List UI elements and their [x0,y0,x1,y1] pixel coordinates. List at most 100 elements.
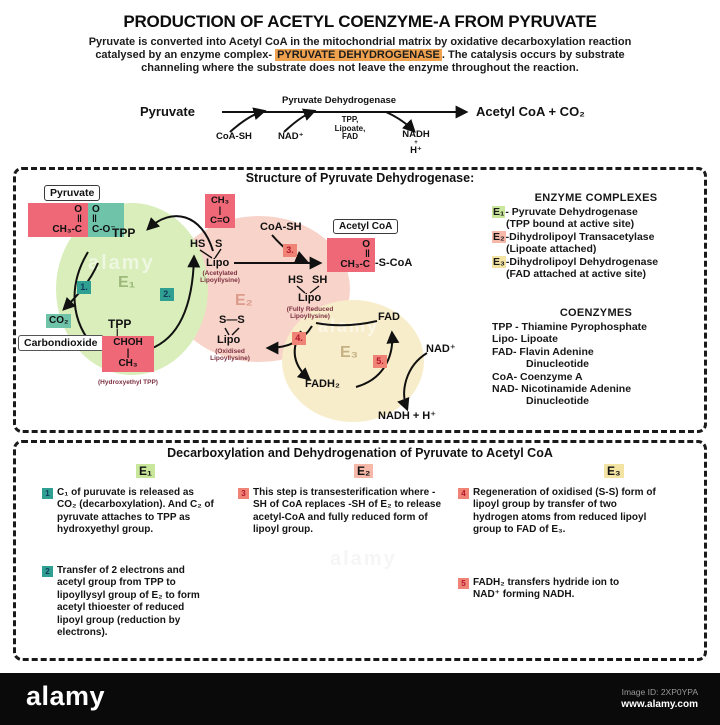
e3-highlight: E₃ [492,255,506,268]
carboxylate-group: C-O⁻ [92,224,116,235]
legend-item-line2: Dinucleotide [526,358,590,371]
single-bond: | [218,205,222,216]
ch3-c-group: CH₃-C [340,259,370,270]
legend-item-e2: E₂-Dihydrolipoyl Transacetylase [492,230,700,243]
disulfide-label: S—S [219,314,245,326]
legend-item: NAD- Nicotinamide Adenine [492,383,632,396]
legend-item-e3: E₃-Dihydrolipoyl Dehydrogenase [492,255,700,268]
e1-letter: E₁ [118,274,136,291]
alamy-logo: alamy [26,681,106,711]
reaction-enzyme-label: Pyruvate Dehydrogenase [282,95,397,106]
step-5: 5 FADH₂ transfers hydride ion to NAD⁺ fo… [458,577,648,602]
legend-item-name: - Pyruvate Dehydrogenase [505,206,638,218]
pyruvate-carboxyl-part: O ‖ C-O⁻ [88,203,124,237]
structure-panel-title: Structure of Pyruvate Dehydrogenase: [245,171,475,185]
alamy-footer-bar: alamy Image ID: 2XP0YPA www.alamy.com [0,673,720,725]
arrow-choh-to-lipo [149,254,201,350]
acetyl-group-box: CH₃ | C=O [205,194,235,228]
legend-item: TPP - Thiamine Pyrophosphate [492,321,647,333]
step-4-text: Regeneration of oxidised (S-S) form of l… [473,487,656,536]
step-3-text: This step is transesterification where -… [253,487,442,536]
step-2-text: Transfer of 2 electrons and acetyl group… [57,565,200,639]
lipo-label: Lipo [217,334,241,346]
step-2-badge: 2 [42,566,53,577]
legend-item-sub: (TPP bound at active site) [506,218,635,231]
watermark-text: alamy [88,252,155,274]
ch3-group: CH₃ [210,195,230,206]
coenzymes-legend-title: COENZYMES [559,307,633,319]
nadh-label: NADH + H⁺ [378,410,437,422]
fadh2-label: FADH₂ [305,378,340,390]
subtitle-line2-post: . The catalysis occurs by substrate [441,49,625,61]
oxygen-atom: O [92,204,100,215]
sh-label: SH [312,274,328,286]
caption-line: (Oxidised [215,348,245,355]
nadh-label: NADH [402,129,430,140]
oxidised-lipo-caption: (Oxidised Lipoyllysine) [202,348,258,362]
acetyl-coa-box: O ‖ CH₃-C [327,238,375,272]
nad-in-arrow [283,108,317,133]
enzyme-complexes-legend: ENZYME COMPLEXES E₁- Pyruvate Dehydrogen… [492,192,700,280]
step-badge-5: 5. [373,355,387,368]
he-bond: | [116,327,119,337]
hs-label: HS [190,238,206,250]
legend-item-name: -Dihydrolipoyl Transacetylase [505,230,655,243]
legend-item-line2: Dinucleotide [526,395,590,408]
subtitle-line3: channeling where the substrate does not … [141,62,579,74]
watermark-text: alamy [330,548,397,571]
legend-item-sub: (FAD attached at active site) [506,268,647,281]
e1-highlight: E₁ [492,206,506,218]
reaction-nadh: NADH + H⁺ [398,129,434,156]
step-badge-1: 1. [77,281,91,294]
reaction-cofactors: TPP, Lipoate, FAD [330,115,370,142]
column-header-e1: E₁ [136,464,155,478]
e2-highlight: E₂ [492,230,506,243]
alamy-url: www.alamy.com [621,699,698,710]
coenzymes-legend: COENZYMES TPP - Thiamine Pyrophosphate L… [492,307,700,408]
legend-item: CoA- Coenzyme A [492,370,583,383]
step-badge-4: 4. [292,332,306,345]
legend-item: FAD- Flavin Adenine [492,345,594,358]
cofactor-tpp: TPP, [341,115,359,124]
carbonyl-group: C=O [210,215,230,226]
plus-sign: + [414,140,418,146]
page-title: PRODUCTION OF ACETYL COENZYME-A FROM PYR… [123,12,597,31]
step-badge-3: 3. [283,244,297,257]
coa-in-arrow [229,107,267,133]
lipo-label: Lipo [206,257,230,269]
step-badge-2: 2. [160,288,174,301]
lipo-label: Lipo [298,292,322,304]
reaction-coa-sh: CoA-SH [216,131,252,142]
legend-item: Lipo- Lipoate [492,333,558,346]
legend-item-e1: E₁- Pyruvate Dehydrogenase [492,206,700,218]
acetyl-coa-labelbox: Acetyl CoA [333,219,399,234]
step-1-text: C₁ of puruvate is released as CO₂ (decar… [57,487,214,536]
arrow-nad-to-nadh [397,352,428,412]
step-4-badge: 4 [458,488,469,499]
step-1: 1 C₁ of puruvate is released as CO₂ (dec… [42,487,214,537]
oxygen-atom: O [362,239,370,250]
nadh-out-arrow [385,111,416,133]
legend-item-name: -Dihydrolipoyl Dehydrogenase [505,255,659,268]
step-5-badge: 5 [458,578,469,589]
co2-box: CO₂ [46,314,72,328]
acetylated-lipo-caption: (Acetylated Lipoyllysine) [192,270,248,284]
caption-line: Lipoyllysine) [210,355,250,362]
caption-line: Lipoyllysine) [200,277,240,284]
step-4: 4 Regeneration of oxidised (S-S) form of… [458,487,660,537]
subtitle-line2-pre: catalysed by an enzyme complex- [95,49,276,61]
cofactor-lipoate: Lipoate, [334,123,366,133]
choh-group: CHOH [113,337,143,348]
reduced-lipo-caption: (Fully Reduced Lipoyllysine) [282,306,338,320]
double-bond: ‖ [77,214,82,225]
legend-item-sub: (Lipoate attached) [506,243,597,256]
nad-label: NAD⁺ [426,343,456,355]
s-label: S [215,238,223,250]
caption-line: (Acetylated [202,270,238,277]
e2-letter: E₂ [235,292,253,309]
oxygen-atom: O [74,204,82,215]
reaction-nad: NAD⁺ [278,131,304,142]
pyruvate-labelbox: Pyruvate [44,185,101,201]
hs-label: HS [288,274,304,286]
